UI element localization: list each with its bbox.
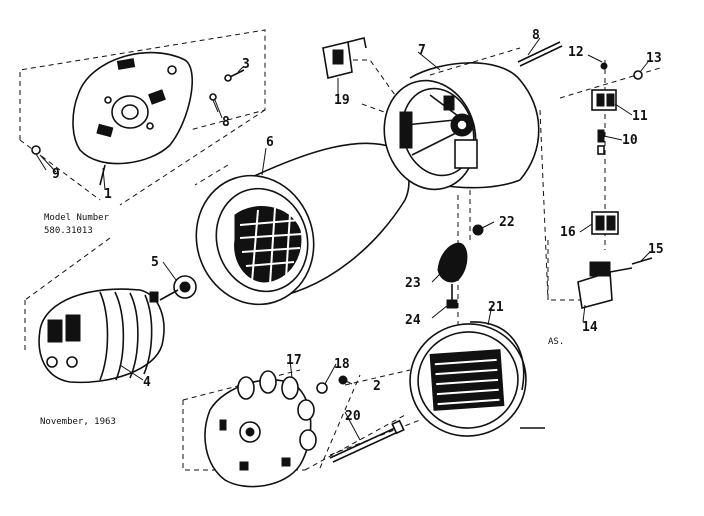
part-20-through-bolt <box>329 419 405 463</box>
callout-7: 7 <box>418 43 426 58</box>
callout-23: 23 <box>405 276 421 291</box>
part-6-field-frame <box>195 142 410 306</box>
callout-8-left: 8 <box>222 115 230 130</box>
callout-20: 20 <box>345 409 361 424</box>
part-7-housing <box>383 62 540 191</box>
callout-22: 22 <box>499 215 515 230</box>
model-number: 580.31013 <box>44 226 93 236</box>
model-heading: Model Number <box>44 213 110 223</box>
part-23-cord-protector <box>437 242 468 283</box>
part-4-armature <box>38 288 179 384</box>
part-5-bearing <box>173 275 197 299</box>
part-14-mounting-bracket <box>577 261 633 310</box>
part-2-nut-lower <box>338 375 348 385</box>
part-11-switch-bracket <box>591 89 617 111</box>
part-15-screw <box>631 257 653 265</box>
callout-13: 13 <box>646 51 662 66</box>
part-22-screw <box>472 224 484 236</box>
callout-18: 18 <box>334 357 350 372</box>
part-18-washer <box>316 382 328 394</box>
callout-24: 24 <box>405 313 421 328</box>
callout-8: 8 <box>532 28 540 43</box>
part-8-bolt-left <box>209 93 219 113</box>
part-17-fan <box>204 370 317 488</box>
callout-14: 14 <box>582 320 598 335</box>
callout-10: 10 <box>622 133 638 148</box>
callout-4: 4 <box>143 375 151 390</box>
part-16-switch <box>591 211 619 235</box>
as-note: AS. <box>548 337 564 347</box>
callout-9: 9 <box>52 167 60 182</box>
part-24-screw <box>446 284 458 309</box>
callout-12: 12 <box>568 45 584 60</box>
part-12-screw <box>600 62 608 70</box>
callout-3: 3 <box>242 57 250 72</box>
part-10-terminal <box>597 129 605 155</box>
callout-21: 21 <box>488 300 504 315</box>
callout-17: 17 <box>286 353 302 368</box>
part-1-end-bell <box>72 51 193 186</box>
callout-11: 11 <box>632 109 648 124</box>
callout-15: 15 <box>648 242 664 257</box>
callout-6: 6 <box>266 135 274 150</box>
part-21-end-cover <box>409 321 545 437</box>
part-13-washer <box>633 70 643 80</box>
part-3-screw <box>224 69 245 82</box>
part-9-washer <box>31 145 47 171</box>
callout-1: 1 <box>104 187 112 202</box>
callout-16: 16 <box>560 225 576 240</box>
callout-2: 2 <box>373 379 381 394</box>
date-note: November, 1963 <box>40 417 116 427</box>
part-8-bolt-top <box>517 41 563 67</box>
callout-5: 5 <box>151 255 159 270</box>
leader-lines <box>39 37 651 441</box>
callout-19: 19 <box>334 93 350 108</box>
part-19-switch-clip <box>322 37 367 79</box>
